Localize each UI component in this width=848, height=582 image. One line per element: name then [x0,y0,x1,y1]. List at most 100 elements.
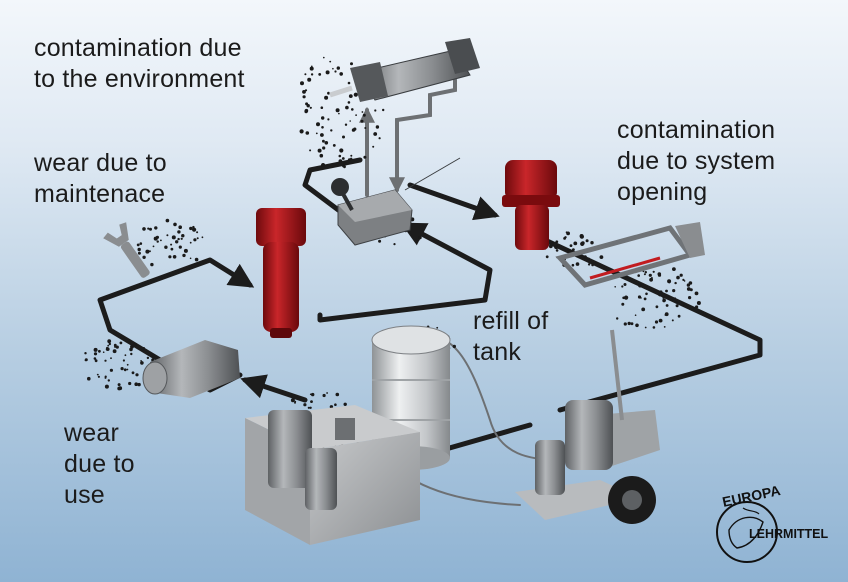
cylinder-rod [329,85,353,98]
tank-motor-1 [268,410,312,488]
particle [300,81,304,86]
particle [668,281,671,284]
particle [172,254,177,259]
particle [104,359,107,362]
hydraulic-cylinder [329,38,480,102]
particle [128,381,132,386]
particle [355,114,357,116]
particle [338,154,342,158]
particle [363,155,367,159]
label-environment: contamination due to the environment [34,34,245,93]
particle [329,60,332,63]
return-filter [502,160,560,250]
cylinder-return [389,78,457,194]
particle [321,163,326,168]
label-use: wear due to use [64,419,135,509]
pipe-network [97,157,763,462]
particle [343,402,347,406]
particle [671,319,674,322]
particle [695,305,699,309]
particle [338,112,340,115]
valve-top [338,190,412,222]
particle [148,250,151,253]
particle [555,249,559,252]
tank-cap [335,418,355,440]
particle [393,243,396,246]
particle [336,66,340,70]
particle [348,94,353,98]
particle [375,125,380,129]
particle [332,67,334,70]
particle [98,349,101,353]
particle [84,352,87,355]
particle [650,277,653,279]
particle [302,90,306,94]
particle [126,368,129,371]
particle [189,226,193,231]
particle [645,292,648,296]
particle [663,326,666,328]
particle [545,255,549,259]
particle [361,111,364,113]
particle [349,120,352,122]
particle [682,303,685,306]
particle [335,392,340,397]
particle [106,346,109,350]
europa-lehrmittel-logo: EUROPA LEHRMITTEL [716,486,829,563]
particle [580,241,585,246]
particle [142,227,146,231]
particle [587,257,590,261]
particle [585,239,589,243]
particle [107,379,111,382]
particle [302,95,306,99]
particle [334,403,337,407]
pipe-right-loop [542,237,763,413]
particle [324,95,329,100]
particle [382,108,385,112]
particle [662,298,666,303]
particle [201,236,204,239]
particle [93,347,98,352]
particle [565,231,568,234]
pipe-to-return-filter [302,157,495,215]
particle [643,273,646,276]
particle [621,302,625,306]
particle [652,270,655,273]
particle [142,347,145,350]
pipe-valve-return [317,222,493,323]
particle [587,263,591,266]
valve-lever [340,191,354,211]
particle [133,342,138,347]
particle [290,398,295,403]
particle [137,247,141,252]
particle [693,306,696,310]
particle [320,133,324,137]
particle [196,237,199,240]
particle [93,352,98,356]
particle [117,386,122,391]
particle [338,159,343,164]
particle [571,263,575,267]
particle [307,77,312,82]
particle [575,262,580,266]
particle [347,81,351,85]
directional-valve [331,157,461,246]
filter-bowl [263,242,299,332]
particle [624,295,629,300]
particle [316,122,320,127]
wrench-icon [103,222,150,278]
particle [147,227,150,230]
particle [332,144,336,147]
particle [134,382,138,387]
particle [152,245,155,248]
particle [155,235,159,239]
particle [590,241,594,245]
particle [637,274,640,277]
particle [599,255,604,259]
particle [137,251,141,255]
particle [572,248,575,252]
particle [373,132,378,136]
filter-bottom [270,328,292,338]
particle [87,376,91,381]
particle [567,248,570,252]
